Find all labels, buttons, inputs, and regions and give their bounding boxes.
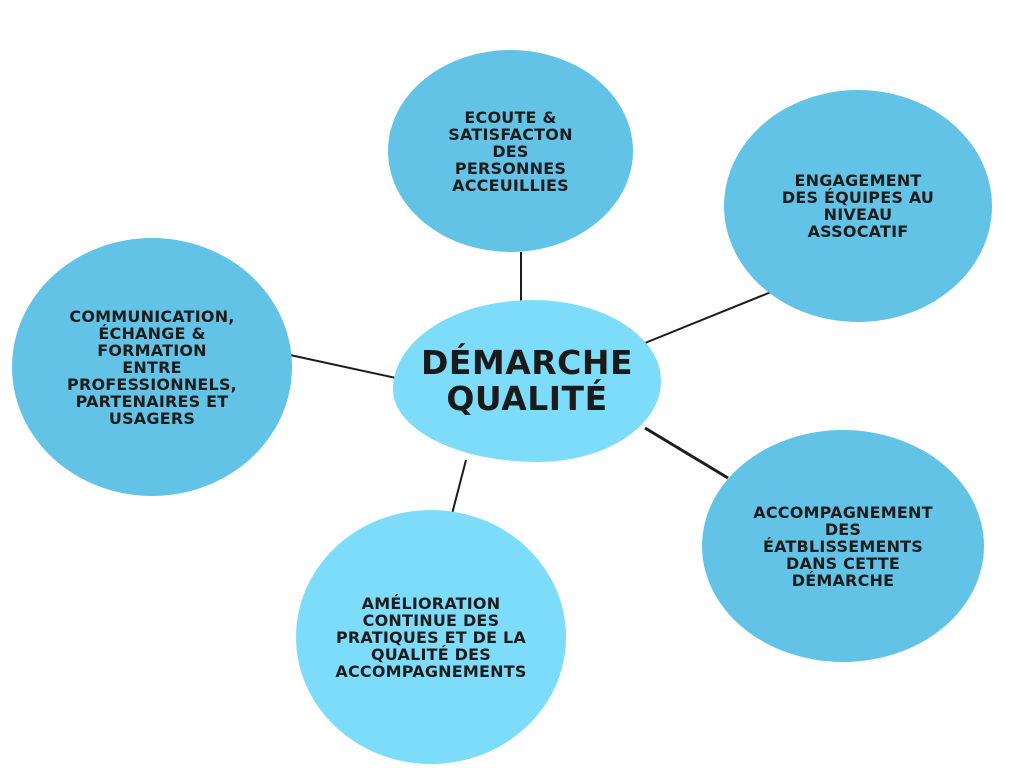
node-communication-echange: COMMUNICATION, ÉCHANGE & FORMATION ENTRE… (12, 238, 292, 496)
node-communication-echange-label: COMMUNICATION, ÉCHANGE & FORMATION ENTRE… (67, 306, 237, 428)
center-node: DÉMARCHE QUALITÉ (393, 300, 661, 462)
node-amelioration-continue: AMÉLIORATION CONTINUE DES PRATIQUES ET D… (296, 510, 566, 764)
node-accompagnement-etablissements-label: ACCOMPAGNEMENT DES ÉATBLISSEMENTS DANS C… (753, 502, 933, 590)
connector-left (289, 354, 397, 379)
connector-right (639, 289, 777, 346)
center-node-label: DÉMARCHE QUALITÉ (420, 343, 634, 418)
node-engagement-equipes-label: ENGAGEMENT DES ÉQUIPES AU NIVEAU ASSOCAT… (781, 171, 935, 241)
node-ecoute-satisfaction-label: ECOUTE & SATISFACTON DES PERSONNES ACCEU… (448, 107, 573, 195)
node-amelioration-continue-label: AMÉLIORATION CONTINUE DES PRATIQUES ET D… (335, 593, 527, 681)
connector-bottom (451, 459, 467, 515)
node-accompagnement-etablissements: ACCOMPAGNEMENT DES ÉATBLISSEMENTS DANS C… (702, 430, 984, 662)
node-engagement-equipes: ENGAGEMENT DES ÉQUIPES AU NIVEAU ASSOCAT… (724, 90, 992, 322)
node-ecoute-satisfaction: ECOUTE & SATISFACTON DES PERSONNES ACCEU… (388, 50, 633, 252)
connector-bottom-right (644, 426, 729, 480)
